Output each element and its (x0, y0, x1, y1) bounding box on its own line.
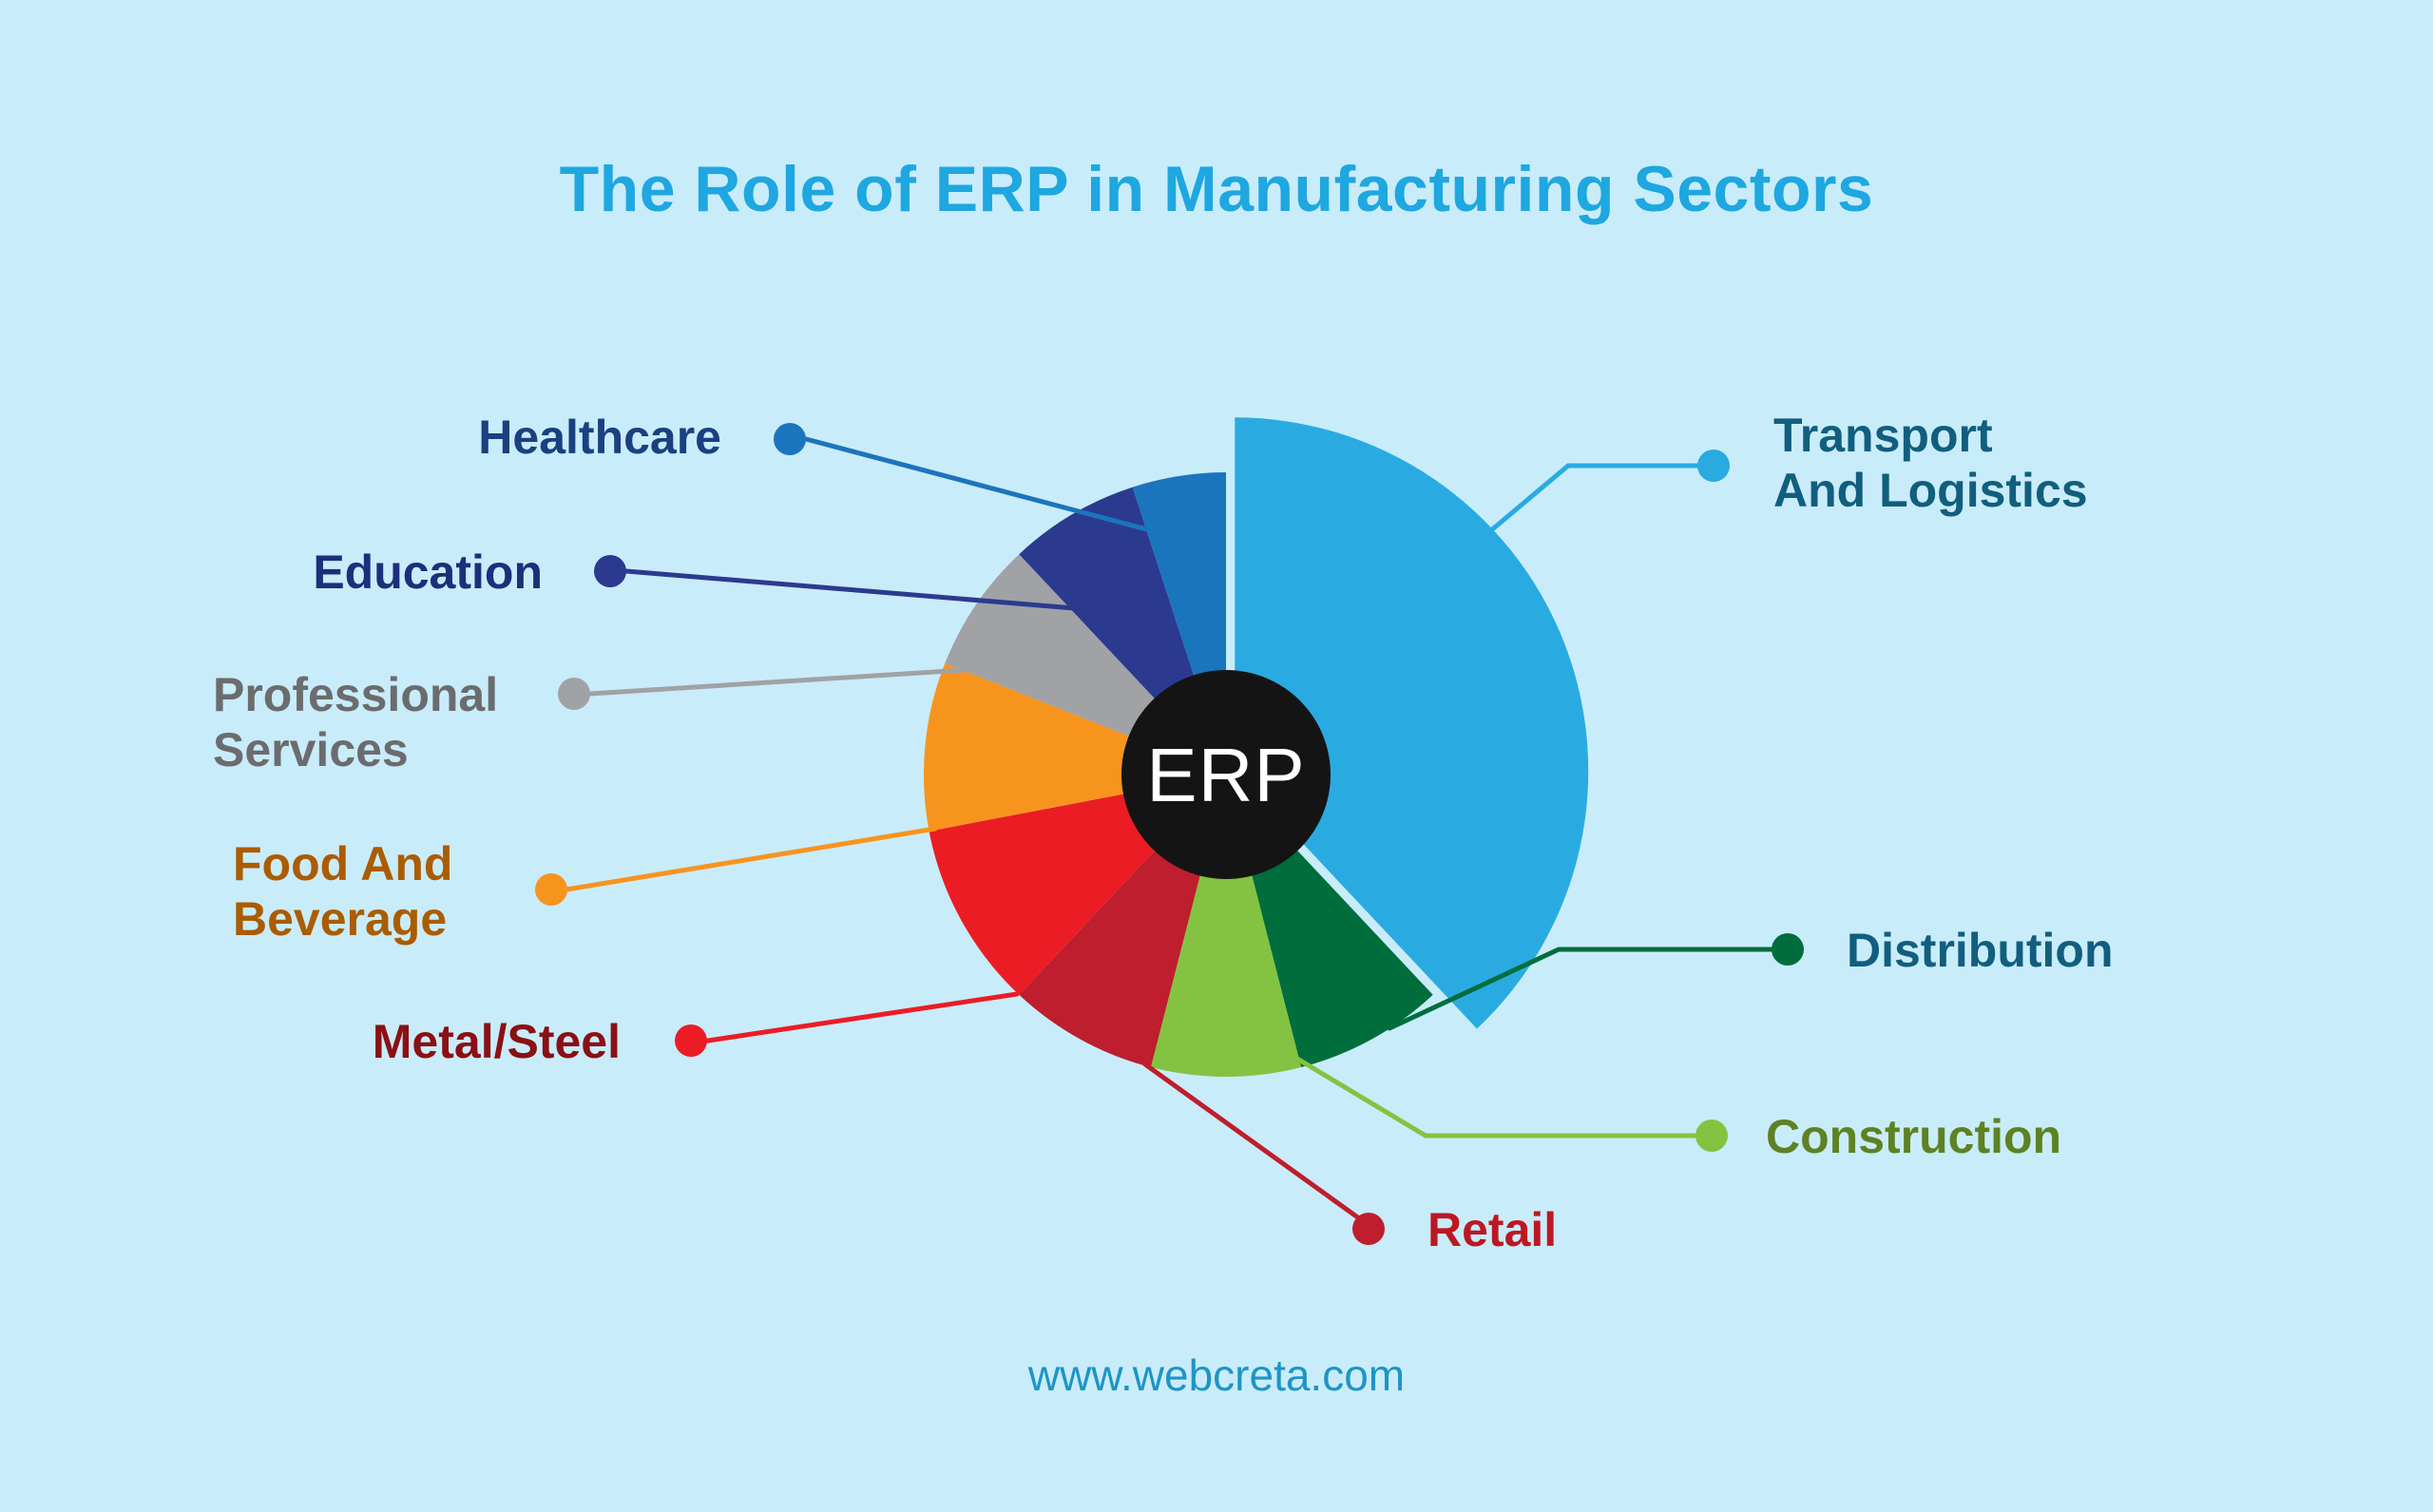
label-line: Transport (1773, 409, 1993, 462)
label-education: Education (313, 545, 543, 600)
callout-dot-food-and-beverage (535, 873, 567, 906)
leader-line-professional-services (587, 667, 967, 697)
callout-dot-construction (1695, 1120, 1728, 1152)
label-line: Distribution (1847, 924, 2114, 977)
leader-line-education (623, 568, 1077, 611)
label-food-and-beverage: Food And Beverage (233, 836, 452, 947)
pie-slice-construction (1150, 775, 1302, 1077)
leader-line-distribution (1387, 947, 1775, 1031)
label-line: Retail (1427, 1203, 1558, 1256)
callout-dot-metal-steel (675, 1024, 707, 1057)
callout-dot-healthcare (774, 423, 806, 455)
label-retail: Retail (1427, 1202, 1557, 1257)
label-distribution: Distribution (1847, 923, 2114, 978)
leader-line-metal-steel (705, 991, 1020, 1043)
leader-line-transport-and-logistics (1446, 463, 1703, 568)
page-title: The Role of ERP in Manufacturing Sectors (559, 153, 1874, 225)
pie-slice-transport-and-logistics (1235, 417, 1589, 1029)
label-line: Professional (213, 668, 499, 721)
label-line: Education (313, 545, 543, 599)
leader-line-food-and-beverage (564, 826, 938, 892)
label-professional-services: Professional Services (213, 667, 498, 777)
erp-center-label: ERP (1146, 733, 1306, 817)
pie-slices (923, 417, 1589, 1077)
label-line: Metal/Steel (372, 1015, 621, 1068)
label-construction: Construction (1766, 1109, 2061, 1164)
label-line: Food And (233, 837, 453, 890)
website-url: www.webcreta.com (1027, 1350, 1406, 1400)
label-transport-and-logistics: Transport And Logistics (1773, 408, 2088, 518)
callout-dot-retail (1352, 1213, 1385, 1245)
callout-dot-transport-and-logistics (1697, 450, 1730, 482)
leader-line-construction (1280, 1047, 1699, 1139)
callout-dot-education (594, 555, 626, 587)
label-line: Services (213, 723, 409, 776)
label-metal-steel: Metal/Steel (373, 1014, 621, 1069)
label-healthcare: Healthcare (478, 410, 721, 465)
label-line: Construction (1766, 1110, 2062, 1163)
label-line: And Logistics (1773, 464, 2088, 517)
leader-line-retail (1142, 1062, 1362, 1221)
pie-slice-food-and-beverage (923, 662, 1226, 832)
leader-line-healthcare (803, 436, 1160, 535)
callout-dot-distribution (1772, 933, 1804, 966)
callout-dot-professional-services (558, 678, 590, 710)
label-line: Healthcare (478, 411, 721, 464)
erp-center-circle (1121, 670, 1331, 879)
label-line: Beverage (233, 892, 448, 946)
